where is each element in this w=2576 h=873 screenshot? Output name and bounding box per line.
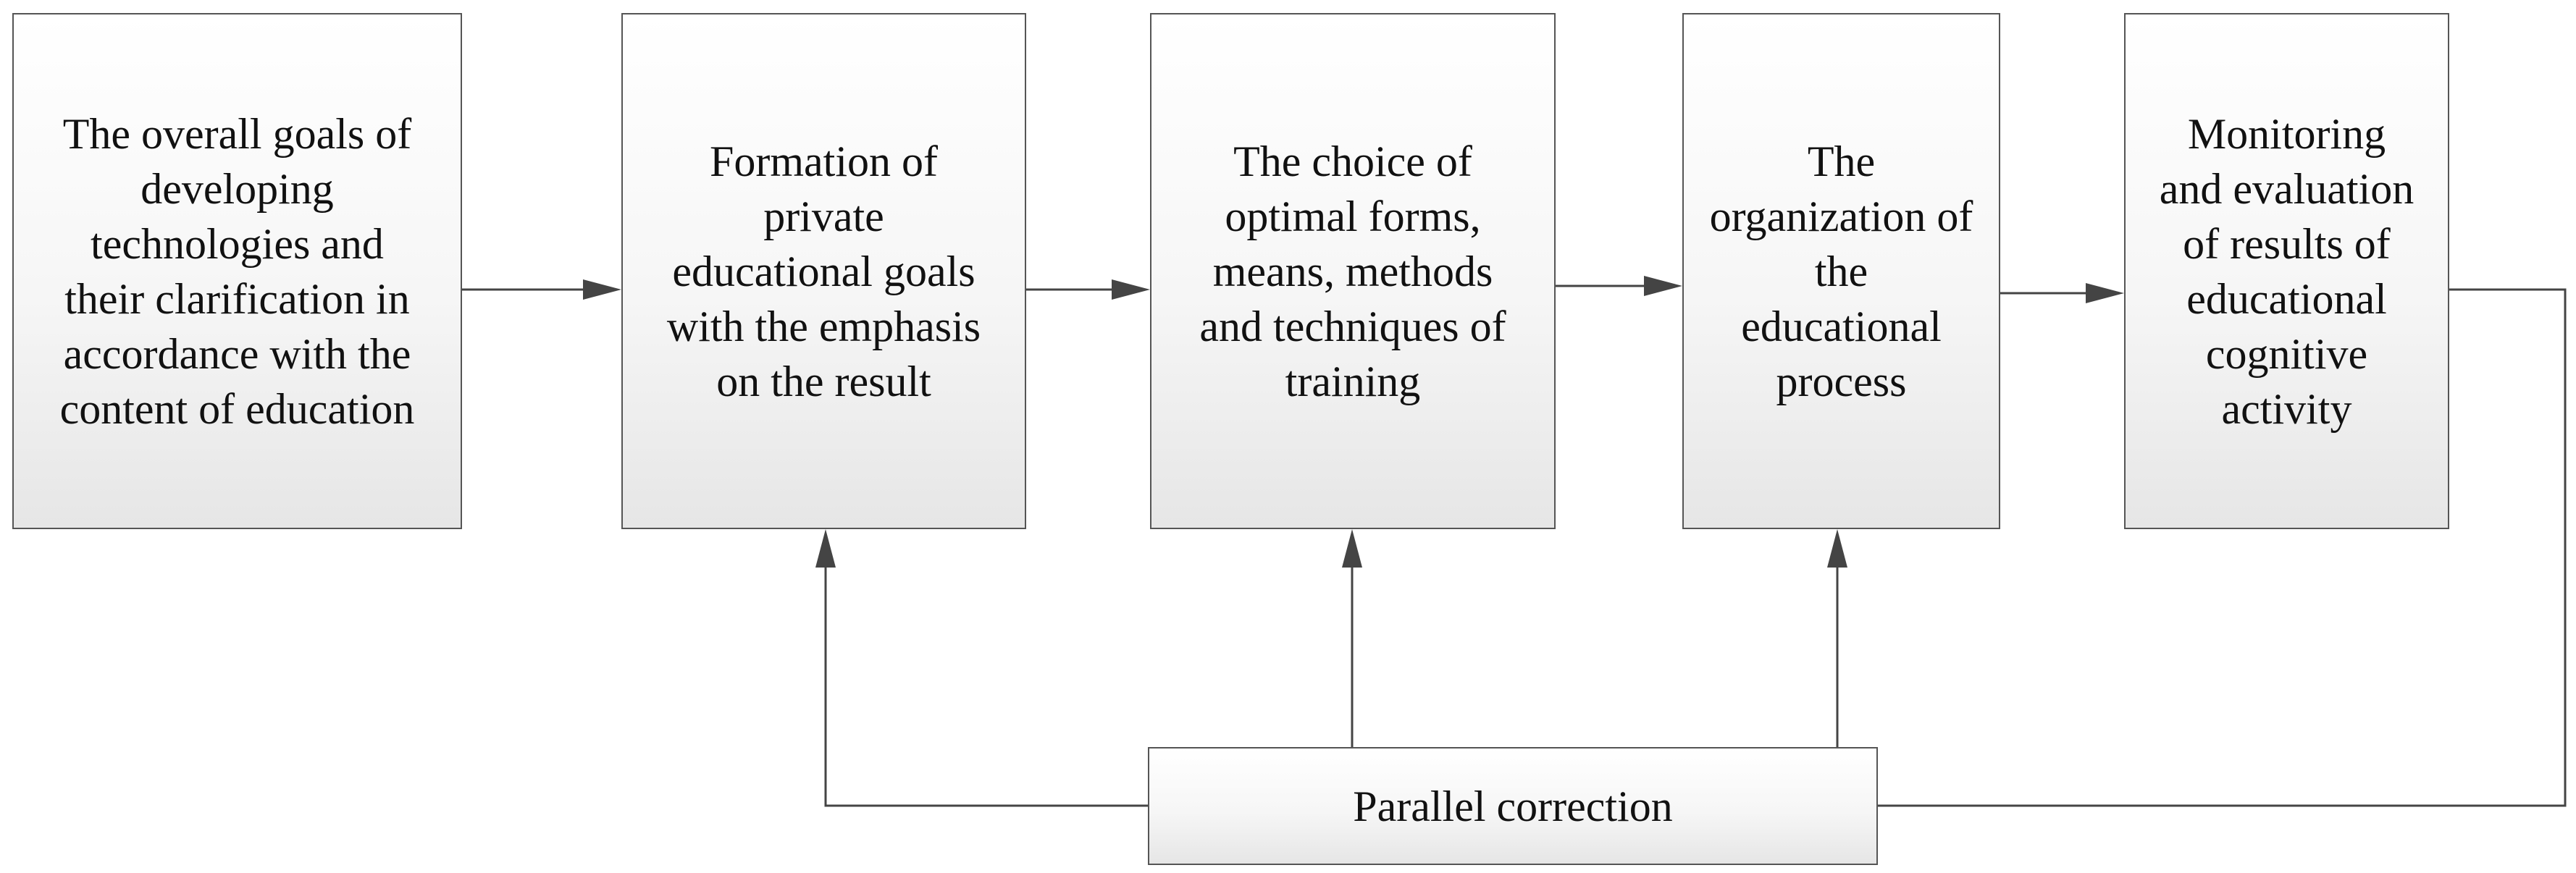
arrowhead-right-2 [1112, 279, 1150, 300]
arrow-correction-to-private [824, 568, 1148, 807]
box-private-goals: Formation of private educational goals w… [621, 13, 1026, 529]
arrowhead-up-2 [1342, 529, 1362, 568]
arrowhead-up-1 [815, 529, 836, 568]
box-organization: The organization of the educational proc… [1682, 13, 2000, 529]
box-parallel-correction: Parallel correction [1148, 747, 1878, 865]
arrowhead-right-4 [2086, 283, 2124, 303]
box-organization-text: The organization of the educational proc… [1709, 137, 1973, 405]
arrowhead-up-3 [1827, 529, 1847, 568]
box-private-goals-text: Formation of private educational goals w… [666, 137, 981, 405]
arrowhead-right-1 [583, 279, 621, 300]
box-choice-of-forms-text: The choice of optimal forms, means, meth… [1199, 137, 1506, 405]
arrowhead-right-3 [1644, 276, 1682, 296]
box-overall-goals-text: The overall goals of developing technolo… [59, 109, 415, 433]
box-monitoring: Monitoring and evaluation of results of … [2124, 13, 2449, 529]
box-overall-goals: The overall goals of developing technolo… [12, 13, 462, 529]
feedback-line-monitoring-to-correction [1878, 288, 2567, 807]
box-parallel-correction-text: Parallel correction [1353, 782, 1673, 830]
box-choice-of-forms: The choice of optimal forms, means, meth… [1150, 13, 1556, 529]
box-monitoring-text: Monitoring and evaluation of results of … [2159, 109, 2415, 433]
